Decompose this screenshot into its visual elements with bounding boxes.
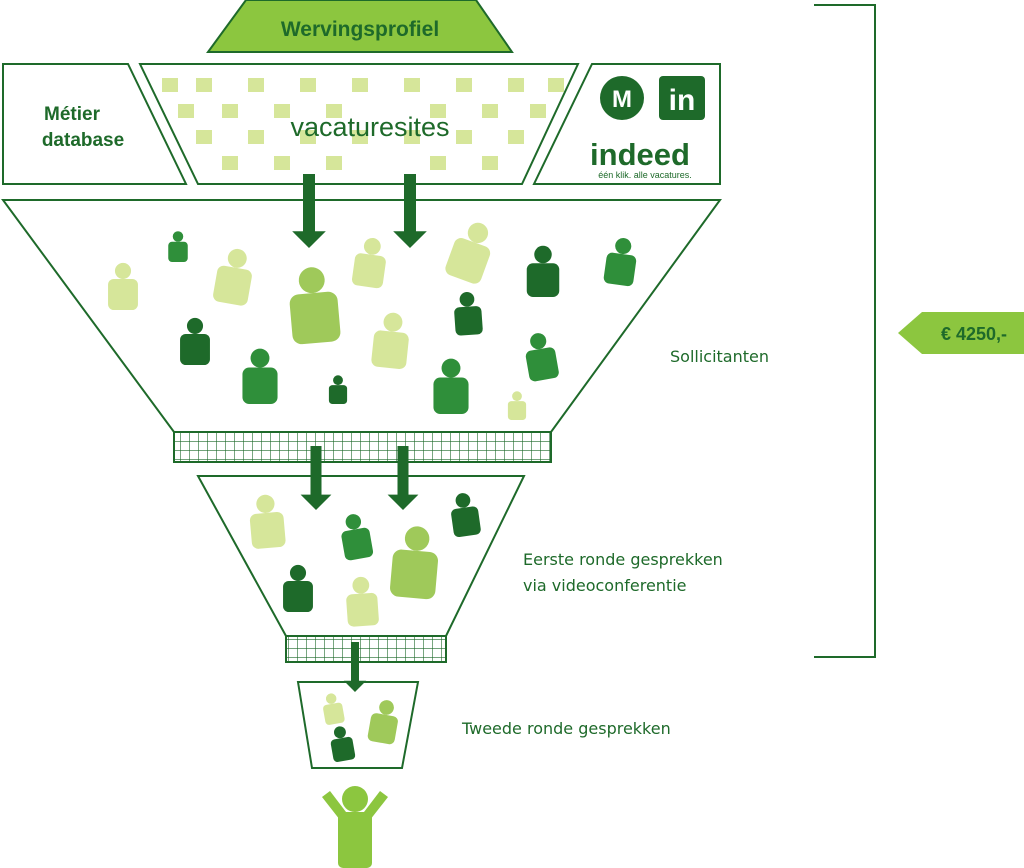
site-square: [196, 130, 212, 144]
person-icon: [289, 267, 341, 345]
site-square: [196, 78, 212, 92]
site-square: [482, 156, 498, 170]
site-square: [548, 78, 564, 92]
site-square: [274, 156, 290, 170]
person-icon: [454, 291, 483, 336]
person-icon: [180, 317, 210, 365]
filter-mesh-2: [285, 635, 447, 663]
site-square: [352, 130, 368, 144]
down-arrow-icon: [393, 174, 427, 248]
down-arrow-icon: [292, 174, 326, 248]
metier-logo-icon: M: [600, 76, 644, 120]
header-banner: Wervingsprofiel: [206, 0, 514, 53]
metier-label-line1: Métier: [44, 104, 101, 125]
site-square: [300, 130, 316, 144]
cost-bracket: [814, 4, 876, 658]
site-square: [222, 156, 238, 170]
person-icon: [213, 248, 252, 306]
site-square: [178, 104, 194, 118]
person-icon: [323, 693, 345, 725]
site-square: [326, 156, 342, 170]
site-square: [326, 104, 342, 118]
site-square: [352, 78, 368, 92]
stage-label-second-round: Tweede ronde gesprekken: [461, 719, 671, 738]
site-squares: [162, 78, 564, 170]
flow-arrows: [292, 174, 427, 692]
person-icon: [168, 231, 188, 262]
person-icon: [346, 576, 379, 627]
hired-candidate-icon: [322, 786, 388, 868]
funnel-stage-second-round: [296, 681, 420, 769]
site-square: [482, 104, 498, 118]
job-platform-logos-box: M in indeed één klik. alle vacatures.: [532, 63, 721, 185]
person-icon: [371, 312, 409, 370]
linkedin-logo-text: in: [669, 84, 696, 117]
funnel-stage-applicants: [1, 199, 722, 463]
person-icon: [328, 375, 348, 404]
site-square: [162, 78, 178, 92]
header-title: Wervingsprofiel: [281, 18, 439, 41]
site-square: [274, 104, 290, 118]
vacaturesites-label: vacaturesites: [290, 112, 449, 142]
site-square: [404, 130, 420, 144]
person-icon: [507, 391, 527, 420]
price-label: € 4250,-: [941, 324, 1007, 344]
site-square: [456, 130, 472, 144]
person-icon: [526, 245, 560, 297]
indeed-logo-text: indeed: [590, 137, 690, 172]
metier-label-line2: database: [42, 130, 124, 151]
site-square: [404, 78, 420, 92]
person-icon: [390, 526, 439, 600]
metier-logo-letter: M: [612, 86, 632, 113]
person-icon: [283, 564, 313, 612]
site-square: [430, 104, 446, 118]
site-square: [300, 78, 316, 92]
person-icon: [249, 494, 286, 549]
person-icon: [451, 493, 481, 538]
indeed-tagline: één klik. alle vacatures.: [598, 170, 692, 180]
site-square: [248, 130, 264, 144]
person-icon: [242, 348, 278, 404]
site-square: [430, 156, 446, 170]
person-icon: [433, 358, 469, 414]
metier-database-box: Métier database: [2, 63, 188, 185]
person-icon: [108, 262, 138, 310]
site-square: [530, 104, 546, 118]
site-square: [456, 78, 472, 92]
person-icon: [330, 726, 356, 762]
funnel-stage-first-round: [196, 475, 526, 663]
linkedin-logo-icon: in: [659, 76, 705, 120]
person-icon: [367, 700, 398, 745]
person-icon: [341, 514, 374, 561]
filter-mesh-1: [173, 431, 552, 463]
vacaturesites-box: vacaturesites: [138, 63, 580, 185]
person-icon: [445, 222, 491, 284]
site-square: [248, 78, 264, 92]
site-square: [508, 78, 524, 92]
person-icon: [603, 238, 637, 287]
price-tag: € 4250,-: [898, 312, 1024, 354]
site-square: [222, 104, 238, 118]
stage-label-first-round-line2: via videoconferentie: [523, 576, 686, 595]
down-arrow-icon: [300, 446, 332, 510]
candidate-figures: [108, 222, 637, 762]
indeed-logo-icon: indeed één klik. alle vacatures.: [590, 137, 692, 180]
down-arrow-icon: [387, 446, 419, 510]
person-icon: [525, 333, 559, 382]
stage-label-applicants: Sollicitanten: [670, 347, 769, 366]
person-icon: [351, 237, 386, 289]
stage-label-first-round-line1: Eerste ronde gesprekken: [523, 550, 723, 569]
down-arrow-icon: [343, 642, 367, 692]
site-square: [508, 130, 524, 144]
